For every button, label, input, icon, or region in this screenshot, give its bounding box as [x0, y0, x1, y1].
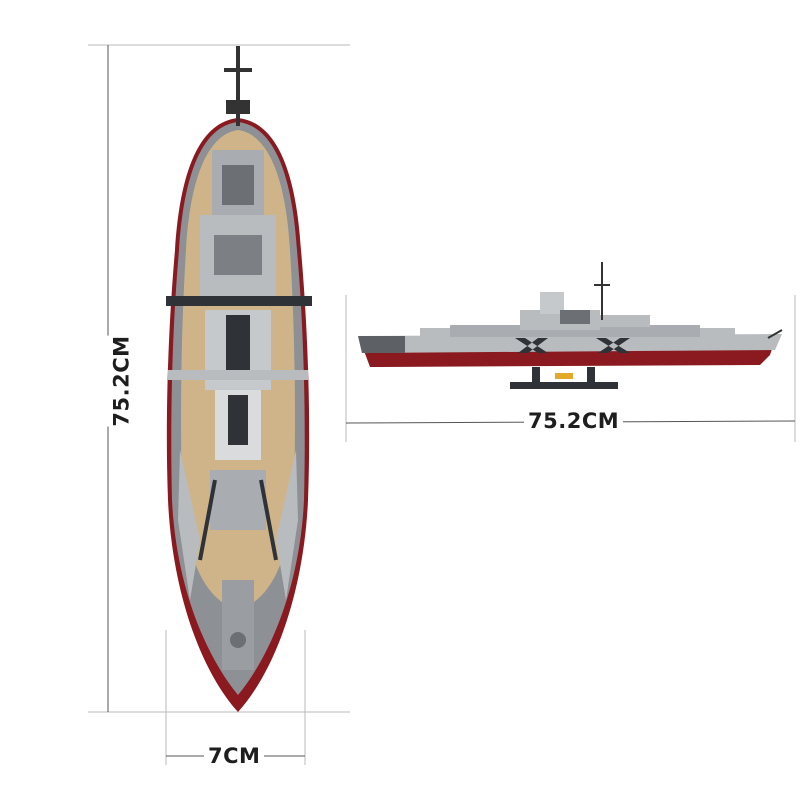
side-superstructure [420, 262, 783, 339]
side-hull [358, 334, 782, 367]
length-label-vertical: 75.2CM [105, 335, 138, 427]
top-mast [224, 46, 252, 126]
length-label-horizontal: 75.2CM [524, 409, 624, 433]
top-superstructure [166, 150, 312, 670]
stand-plaque [555, 373, 573, 379]
width-label: 7CM [204, 744, 265, 768]
display-stand [510, 367, 618, 389]
